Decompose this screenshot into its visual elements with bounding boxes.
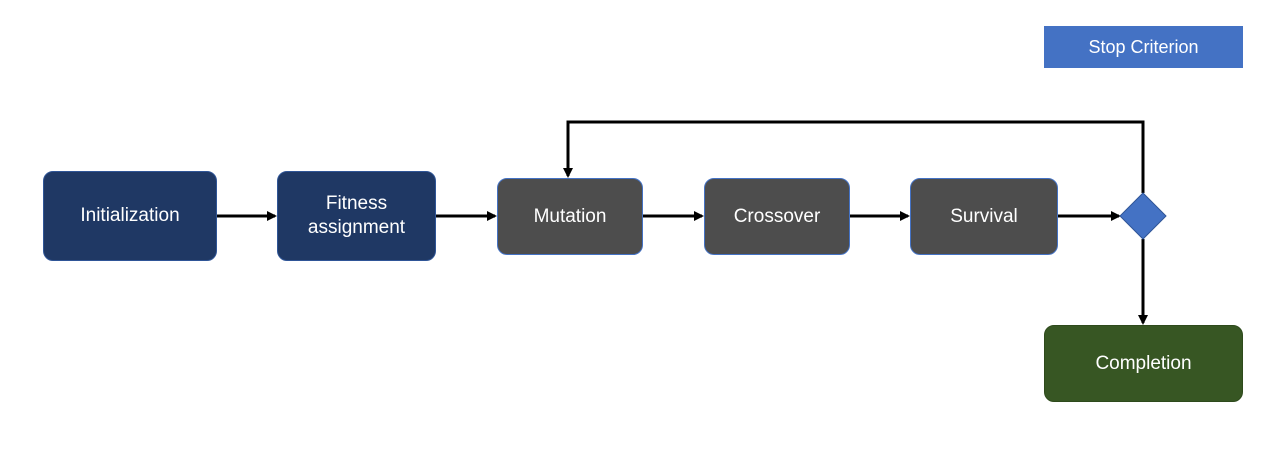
survival-node: Survival bbox=[910, 178, 1058, 255]
mutation-label: Mutation bbox=[533, 205, 607, 227]
initialization-node: Initialization bbox=[43, 171, 217, 261]
mutation-node: Mutation bbox=[497, 178, 643, 255]
fitness-assignment-label: Fitness assignment bbox=[307, 193, 406, 238]
crossover-node: Crossover bbox=[704, 178, 850, 255]
completion-node: Completion bbox=[1044, 325, 1243, 402]
crossover-label: Crossover bbox=[733, 205, 821, 227]
survival-label: Survival bbox=[950, 205, 1018, 227]
stop-criterion-label: Stop Criterion bbox=[1044, 26, 1243, 68]
stop-criterion-text: Stop Criterion bbox=[1088, 36, 1199, 57]
fitness-assignment-node: Fitness assignment bbox=[277, 171, 436, 261]
completion-label: Completion bbox=[1095, 352, 1192, 374]
edge-loop-back-to-mutation bbox=[563, 120, 1145, 193]
initialization-label: Initialization bbox=[80, 205, 180, 227]
decision-diamond bbox=[1119, 192, 1167, 240]
